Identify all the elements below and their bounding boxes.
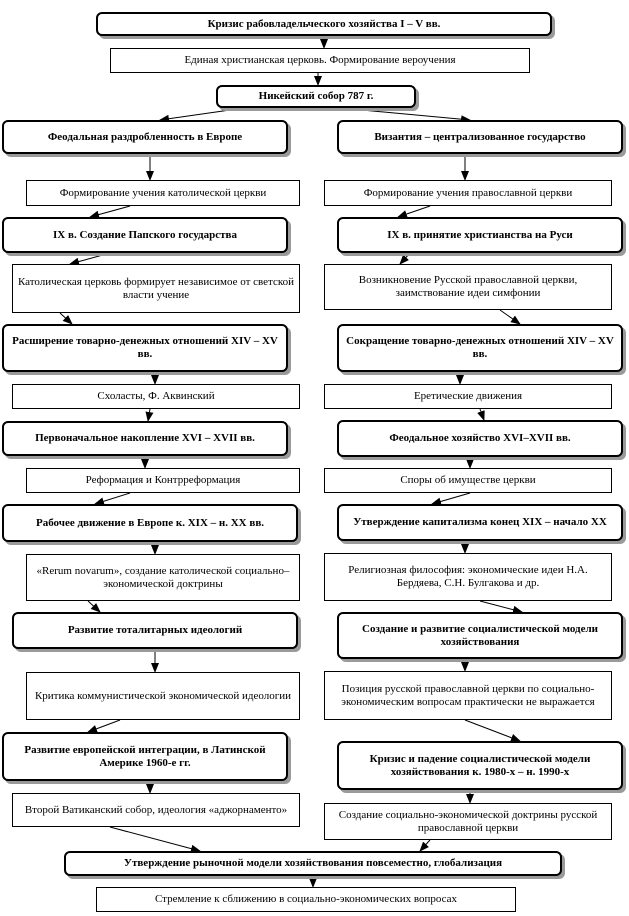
node-label: Феодальное хозяйство XVI–XVII вв. [389,432,571,445]
left-node-12: Критика коммунистической экономической и… [26,672,300,720]
right-node-9: Утверждение капитализма конец XIX – нача… [337,504,623,541]
node-label: Формирование учения православной церкви [363,186,573,199]
right-node-10: Религиозная философия: экономические иде… [324,553,612,601]
node-label: Развитие европейской интеграции, в Латин… [24,743,266,769]
node-label: IX в. принятие христианства на Руси [387,228,573,241]
left-node-13: Развитие европейской интеграции, в Латин… [2,732,288,781]
right-node-5: Сокращение товарно-денежных отношений XI… [337,324,623,372]
node-label: Религиозная философия: экономические иде… [348,564,588,589]
right-node-6: Еретические движения [324,384,612,409]
node-label: Сокращение товарно-денежных отношений XI… [346,335,614,360]
node-label: Создание и развитие социалистической мод… [362,622,598,648]
node-label: Феодальная раздробленность в Европе [47,130,243,143]
left-node-8: Реформация и Контрреформация [26,468,300,493]
node-label: Второй Ватиканский собор, идеология «адж… [24,803,288,816]
node-label: Кризис и падение социалистической модели… [369,752,591,778]
node-label: Развитие тоталитарных идеологий [67,624,243,637]
right-node-8: Споры об имуществе церкви [324,468,612,493]
node-label: Еретические движения [413,390,523,403]
node-label: Формирование учения католической церкви [59,186,267,199]
node-label: «Rerum novarum», создание католической с… [36,564,290,590]
left-node-4: Католическая церковь формирует независим… [12,264,300,313]
node-label: Византия – централизованное государство [374,130,586,143]
node-label: Утверждение капитализма конец XIX – нача… [353,516,607,529]
right-node-14: Создание социально-экономической доктрин… [324,803,612,840]
node-label: Споры об имуществе церкви [400,474,536,487]
right-node-3: IX в. принятие христианства на Руси [337,217,623,253]
node-label: Критика коммунистической экономической и… [34,689,292,702]
node-label: Стремление к сближению в социально-эконо… [154,893,458,906]
node-nicaea-council: Никейский собор 787 г. [216,85,416,108]
node-label: Кризис рабовладельческого хозяйства I – … [207,17,441,30]
node-market-model: Утверждение рыночной модели хозяйствован… [64,851,562,876]
node-label: Создание социально-экономической доктрин… [338,808,598,834]
node-unified-church: Единая христианская церковь. Формировани… [110,48,530,73]
left-node-14: Второй Ватиканский собор, идеология «адж… [12,793,300,827]
right-node-12: Позиция русской православной церкви по с… [324,671,612,720]
node-crisis-slaveholding: Кризис рабовладельческого хозяйства I – … [96,12,552,36]
node-label: Расширение товарно-денежных отношений XI… [12,335,278,360]
node-label: Рабочее движение в Европе к. XIX – н. XX… [35,516,265,529]
right-node-11: Создание и развитие социалистической мод… [337,612,623,659]
node-convergence: Стремление к сближению в социально-эконо… [96,887,516,912]
node-label: Утверждение рыночной модели хозяйствован… [123,857,503,870]
node-label: Первоначальное накопление XVI – XVII вв. [35,432,255,445]
node-label: Реформация и Контрреформация [85,474,241,487]
right-node-2: Формирование учения православной церкви [324,180,612,206]
left-node-5: Расширение товарно-денежных отношений XI… [2,324,288,372]
node-label: Единая христианская церковь. Формировани… [184,54,456,67]
left-node-3: IX в. Создание Папского государства [2,217,288,253]
node-label: IX в. Создание Папского государства [53,228,237,241]
right-node-13: Кризис и падение социалистической модели… [337,741,623,790]
node-label: Позиция русской православной церкви по с… [341,682,595,708]
node-label: Возникновение Русской православной церкв… [358,274,578,299]
node-label: Католическая церковь формирует независим… [17,275,295,301]
left-node-10: «Rerum novarum», создание католической с… [26,554,300,601]
left-node-6: Схоласты, Ф. Аквинский [12,384,300,409]
right-node-1: Византия – централизованное государство [337,120,623,154]
right-node-7: Феодальное хозяйство XVI–XVII вв. [337,420,623,457]
left-node-1: Феодальная раздробленность в Европе [2,120,288,154]
right-node-4: Возникновение Русской православной церкв… [324,264,612,310]
node-label: Схоласты, Ф. Аквинский [97,390,215,403]
left-node-2: Формирование учения католической церкви [26,180,300,206]
left-node-11: Развитие тоталитарных идеологий [12,612,298,649]
left-node-7: Первоначальное накопление XVI – XVII вв. [2,421,288,456]
left-node-9: Рабочее движение в Европе к. XIX – н. XX… [2,504,298,542]
node-label: Никейский собор 787 г. [258,90,374,103]
